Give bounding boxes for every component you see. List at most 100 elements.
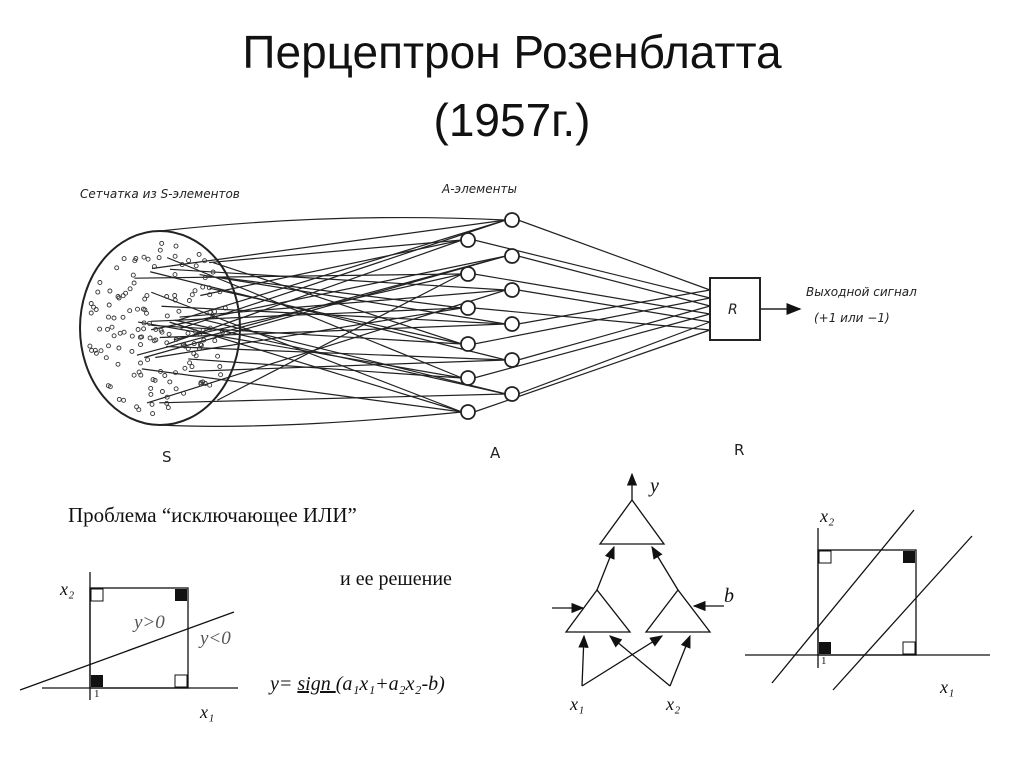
a-element-node (460, 266, 476, 282)
s-element-dot (164, 340, 170, 346)
s-element-dot (117, 330, 123, 336)
sa-connection (173, 273, 463, 341)
sa-connection (166, 345, 507, 361)
left-point-open-br (174, 674, 188, 688)
s-element-dot (193, 263, 199, 269)
ar-connection (517, 321, 711, 395)
sa-connection (151, 255, 507, 331)
sa-connection (209, 239, 463, 264)
s-element-dot (196, 251, 202, 257)
s-element-dot (148, 391, 154, 397)
s-element-dot (123, 290, 129, 296)
s-element-dot (106, 314, 111, 320)
a-element-node (504, 282, 520, 298)
s-element-dot (207, 309, 213, 315)
s-element-dot (120, 293, 126, 299)
s-element-dot (93, 350, 99, 356)
s-element-dot (167, 379, 173, 385)
s-element-dot (145, 357, 151, 363)
sa-connection (188, 359, 507, 373)
s-element-dot (98, 348, 104, 354)
s-element-dot (106, 343, 111, 349)
s-element-dot (206, 285, 212, 291)
s-element-dot (201, 337, 207, 343)
s-element-dot (105, 326, 110, 332)
s-element-dot (200, 327, 206, 333)
s-element-dot (164, 294, 170, 299)
connection-lines (134, 217, 711, 427)
edge-x1-left (578, 634, 589, 687)
a-label: A (490, 444, 501, 462)
formula: y= sign (a₁x₁+a₂x₂-b) (268, 673, 445, 695)
edge-x2-right (669, 634, 691, 687)
s-element-dot (193, 329, 198, 335)
s-element-dot (217, 364, 223, 369)
s-element-dot (218, 372, 224, 378)
sa-connection (199, 273, 507, 325)
s-element-dot (140, 306, 146, 312)
s-element-dot (159, 389, 165, 394)
s-element-dot (149, 401, 155, 407)
s-element-dot (116, 396, 122, 402)
s-element-dot (172, 293, 178, 298)
s-element-dot (202, 258, 208, 264)
s-element-dot (179, 262, 185, 268)
xor-network (552, 472, 724, 687)
s-element-dot (148, 385, 154, 391)
s-element-dot (95, 289, 101, 295)
s-element-dot (87, 343, 93, 349)
xor-problem-text: Проблема “исключающее ИЛИ” (68, 503, 357, 527)
s-label: S (162, 448, 172, 466)
formula-sign: sign (297, 673, 335, 695)
s-element-dot (185, 346, 191, 352)
r-label: R (734, 441, 744, 459)
s-element-dot (212, 309, 218, 315)
s-element-dot (111, 333, 117, 339)
contour-bottom (159, 411, 463, 427)
s-element-dot (115, 361, 121, 367)
s-element-dot (173, 336, 179, 342)
s-element-dot (151, 338, 157, 344)
s-element-dot (164, 400, 170, 406)
s-element-dot (141, 326, 147, 332)
s-element-dot (162, 373, 168, 378)
s-element-dot (120, 314, 126, 320)
hidden-neuron-right (644, 588, 712, 633)
s-element-dot (115, 294, 121, 299)
retina-ellipse (79, 230, 241, 426)
s-element-dot (172, 297, 178, 303)
sa-connection (200, 239, 463, 297)
edge-x1-right (581, 635, 664, 687)
s-element-dot (172, 272, 178, 278)
ar-connection (473, 297, 711, 345)
a-element-node (504, 212, 520, 228)
formula-args: (a₁x₁+a₂x₂-b) (336, 673, 445, 695)
s-element-dot (222, 305, 228, 311)
s-element-dot (136, 369, 142, 375)
a-element-nodes (460, 212, 520, 420)
right-decision-line-2 (832, 535, 973, 691)
s-element-dot (131, 372, 137, 378)
right-x2-label: x₂ (819, 506, 834, 526)
ar-connection (517, 255, 711, 307)
s-element-dot (141, 254, 147, 260)
s-element-dot (129, 348, 135, 354)
a-elements-label: A-элементы (441, 182, 517, 196)
s-element-dot (107, 288, 113, 294)
s-element-dot (173, 386, 179, 392)
s-element-dot (189, 364, 195, 370)
a-element-node (504, 352, 520, 368)
ar-connection (517, 289, 711, 325)
right-decision-line-1 (771, 509, 915, 684)
s-element-dot (145, 256, 151, 262)
s-element-dot (97, 326, 103, 332)
s-element-dot (158, 368, 163, 374)
s-element-dot (150, 411, 156, 417)
sa-connection (141, 368, 463, 413)
retina-label: Сетчатка из S-элементов (80, 187, 240, 201)
output-signal-label: Выходной сигнал (806, 285, 917, 299)
s-element-dot (181, 390, 187, 396)
s-element-dot (176, 308, 182, 314)
s-element-dot (159, 329, 165, 335)
